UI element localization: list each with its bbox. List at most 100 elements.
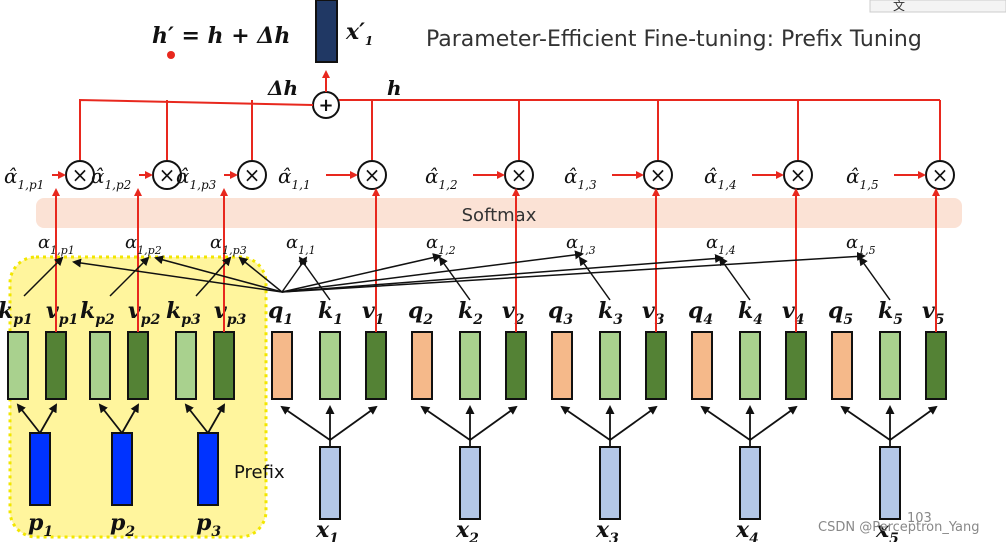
input-to-value-arrow-4 [749,405,798,441]
key-label-4: k4 [738,298,763,328]
input-to-query-arrow-1 [280,405,331,441]
alpha-hat-label-1: α̂1,1 [278,164,311,192]
prefix-key-vector-1 [7,331,29,400]
input-vector-2 [459,446,481,520]
prefix-param-label-2: p2 [110,510,135,540]
language-toggle[interactable]: 文 [893,0,905,13]
input-to-value-arrow-5 [889,405,938,441]
query-label-3: q3 [548,298,573,328]
value-vector-5 [925,331,947,400]
prefix-multiply-node-3-symbol: × [244,163,261,187]
input-vector-1 [319,446,341,520]
prefix-alpha-hat-label-1: α̂1,p1 [4,164,44,192]
query-label-5: q5 [828,298,853,328]
key-vector-1 [319,331,341,400]
multiply-node-5 [925,160,955,190]
delta-h-bus [79,98,314,160]
prefix-key-vector-3 [175,331,197,400]
key-vector-5 [879,331,901,400]
h-label: h [387,76,402,100]
alpha-hat-label-2: α̂1,2 [425,164,458,192]
prefix-to-key-arrow-3 [184,403,209,434]
value-label-4: v4 [782,298,805,328]
multiply-node-3-symbol: × [650,163,667,187]
prefix-key-label-3: kp3 [166,298,201,328]
query-label-1: q1 [268,298,293,328]
prefix-alpha-label-1: α1,p1 [38,232,75,257]
prefix-param-vector-1 [29,432,51,506]
prefix-key-to-alpha-arrow-2 [109,256,150,297]
multiply-node-5-symbol: × [932,163,949,187]
query1-to-alpha-arrow-1 [72,258,283,293]
input-label-4: x4 [735,517,759,542]
prefix-key-to-alpha-arrow-3 [195,256,232,297]
value-vector-3 [645,331,667,400]
key-to-alpha-arrow-5 [858,256,891,301]
query1-to-alpha-arrow-6 [281,250,584,293]
top-right-toolbar[interactable]: 文 [869,0,1006,13]
prefix-param-label-1: p1 [28,510,53,540]
softmax-band [36,198,962,228]
alpha-label-5: α1,5 [846,232,876,257]
query1-to-alpha-arrow-8 [281,251,866,293]
input-label-3: x3 [595,517,619,542]
input-vector-4 [739,446,761,520]
alpha-label-1: α1,1 [286,232,316,257]
output-label: x′1 [345,19,373,48]
prefix-label: Prefix [234,462,285,483]
delta-h-label: Δh [267,76,298,100]
query-vector-2 [411,331,433,400]
query-label-4: q4 [688,298,713,328]
key-label-1: k1 [318,298,343,328]
query1-to-alpha-arrow-3 [238,256,283,293]
prefix-key-to-alpha-arrow-1 [23,256,64,297]
prefix-value-vector-3 [213,331,235,400]
prefix-param-label-3: p3 [196,510,221,540]
multiply-node-4-symbol: × [790,163,807,187]
value-vector-1 [365,331,387,400]
plus-symbol: + [318,95,333,116]
page-title: Parameter-Efficient Fine-tuning: Prefix … [426,27,922,52]
prefix-key-label-2: kp2 [80,298,115,328]
alpha-label-4: α1,4 [706,232,736,257]
key-vector-2 [459,331,481,400]
input-to-query-arrow-2 [420,405,471,441]
value-vector-4 [785,331,807,400]
prefix-multiply-node-2-symbol: × [159,163,176,187]
prefix-to-key-arrow-1 [16,403,41,434]
output-vector [315,0,338,63]
key-vector-3 [599,331,621,400]
input-to-query-arrow-4 [700,405,751,441]
input-to-value-arrow-3 [609,405,658,441]
cursor-dot [167,51,175,59]
page-number: 103 [907,511,932,526]
prefix-to-value-arrow-3 [207,403,225,434]
prefix-value-vector-1 [45,331,67,400]
query1-to-alpha-arrow-4 [281,256,308,293]
key-vector-4 [739,331,761,400]
alpha-hat-label-5: α̂1,5 [846,164,879,192]
key-label-5: k5 [878,298,903,328]
key-to-alpha-arrow-3 [578,256,611,301]
input-vector-5 [879,446,901,520]
prefix-param-vector-2 [111,432,133,506]
prefix-multiply-node-1 [65,160,95,190]
prefix-key-vector-2 [89,331,111,400]
alpha-label-2: α1,2 [426,232,456,257]
watermark: CSDN @Perceptron_Yang [818,520,979,535]
input-label-5: x5 [875,517,899,542]
value-label-5: v5 [922,298,945,328]
alpha-label-3: α1,3 [566,232,596,257]
value-label-3: v3 [642,298,665,328]
prefix-alpha-label-2: α1,p2 [125,232,162,257]
prefix-alpha-label-3: α1,p3 [210,232,247,257]
softmax-label: Softmax [462,205,537,226]
alpha-hat-label-3: α̂1,3 [564,164,597,192]
input-to-value-arrow-2 [469,405,518,441]
